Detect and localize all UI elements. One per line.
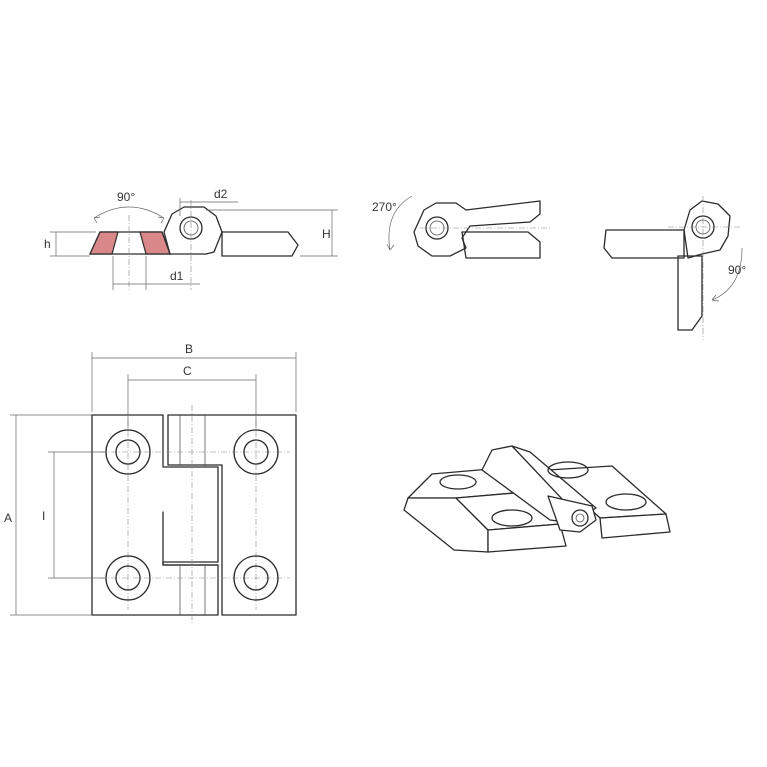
countersink-left-section bbox=[89, 231, 119, 255]
hole-diameter-label: d1 bbox=[170, 269, 184, 283]
opening-270-view: 270° bbox=[372, 195, 550, 259]
hole-spacing-I-label: I bbox=[42, 509, 45, 523]
isometric-view bbox=[403, 445, 671, 553]
hole-bottom-right bbox=[233, 555, 279, 601]
countersink-right-section bbox=[139, 231, 171, 255]
hole-spacing-C-label: C bbox=[183, 364, 192, 378]
countersink-angle-label: 90° bbox=[117, 190, 135, 204]
front-view: B C A I bbox=[4, 342, 297, 625]
countersink-angle-arc bbox=[93, 206, 165, 219]
countersunk-leaf bbox=[89, 215, 171, 290]
flat-leaf bbox=[221, 231, 299, 257]
knuckle-section bbox=[163, 200, 223, 290]
opening-90-view: 90° bbox=[603, 196, 746, 340]
left-leaf-outline bbox=[91, 414, 219, 616]
hole-top-right bbox=[233, 429, 279, 475]
pin-diameter-label: d2 bbox=[214, 187, 228, 201]
height-A-label: A bbox=[4, 511, 12, 525]
opening-angle-90-label: 90° bbox=[728, 263, 746, 277]
right-leaf-outline bbox=[167, 414, 297, 616]
opening-angle-270-label: 270° bbox=[372, 200, 397, 214]
overall-height-label: H bbox=[322, 227, 331, 241]
side-section-view: 90° d2 h H d1 bbox=[44, 187, 338, 290]
leaf-thickness-label: h bbox=[44, 237, 51, 251]
width-B-label: B bbox=[185, 342, 193, 356]
